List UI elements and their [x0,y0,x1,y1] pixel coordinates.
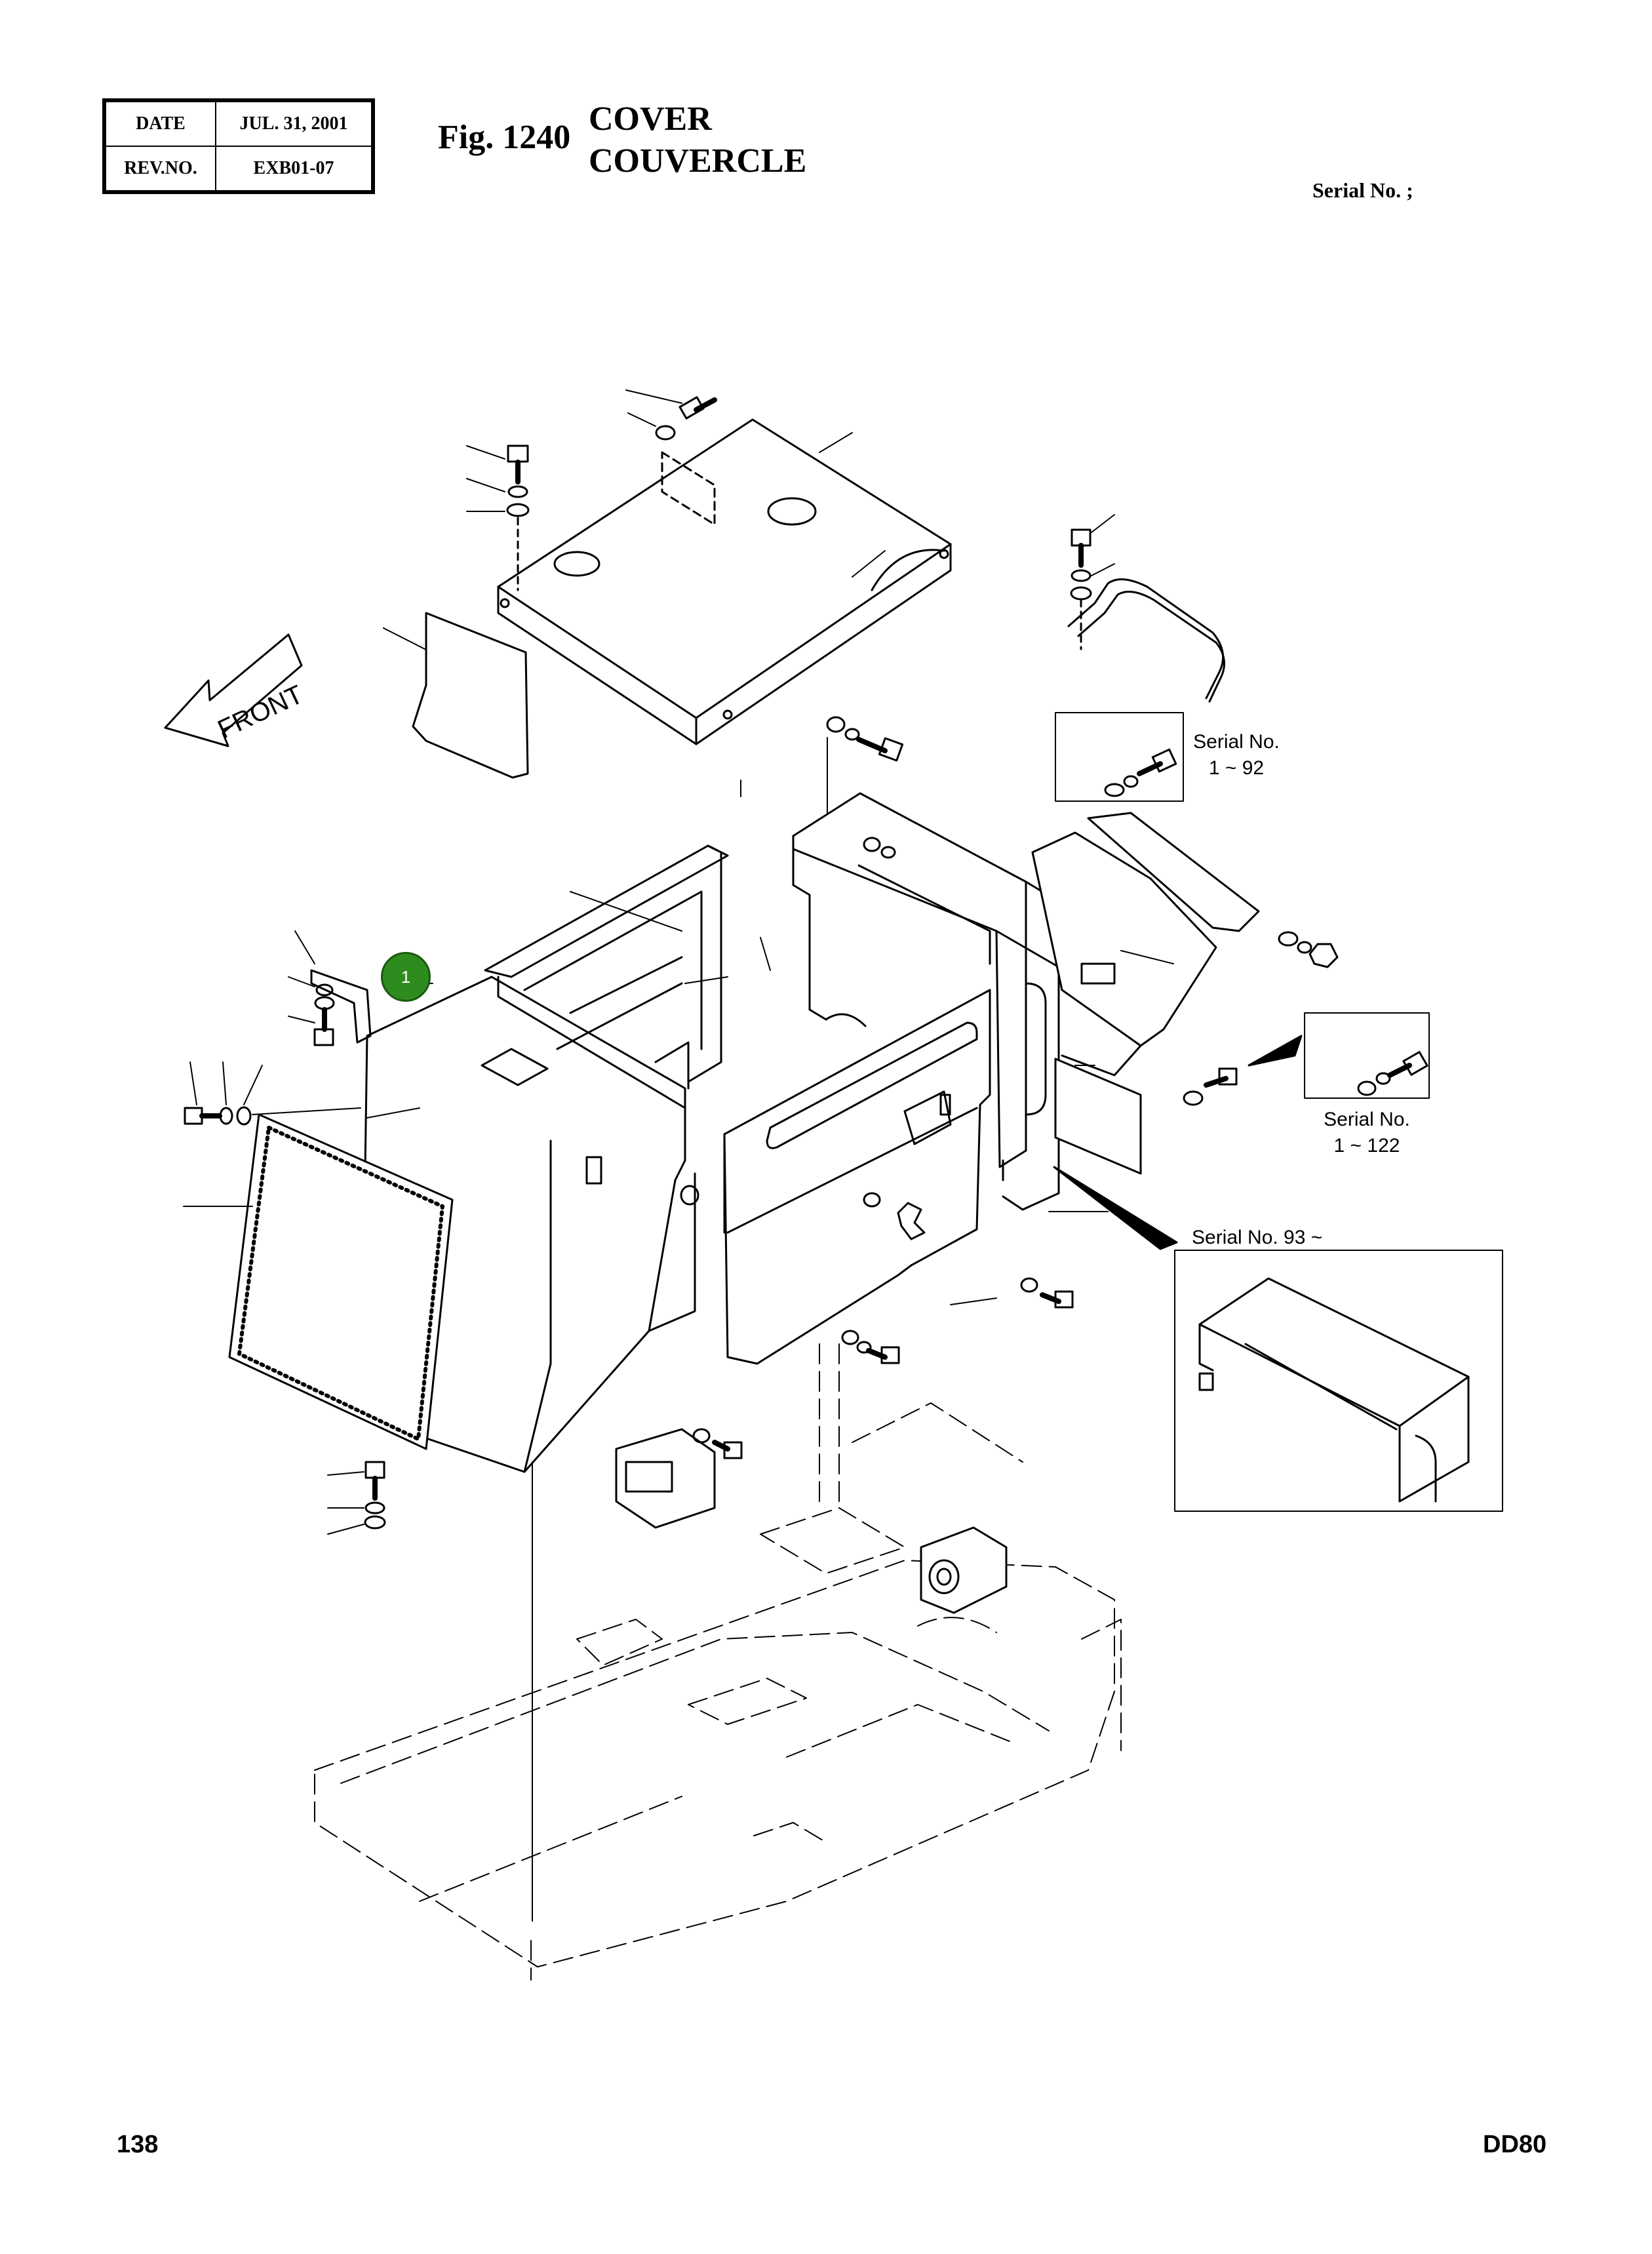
page-number: 138 [117,2131,159,2158]
date-value: JUL. 31, 2001 [215,100,374,147]
callout-box-1-122 [1304,1012,1430,1099]
lower-right-panel [1054,1058,1142,1175]
rev-label: REV.NO. [104,146,216,193]
callout-1-92-line1: Serial No. [1193,731,1280,753]
model-name: DD80 [1483,2131,1547,2158]
access-door-panel [723,989,991,1365]
small-duct [615,1428,743,1529]
duct-cover [1031,831,1217,1077]
callout-1-92-line2: 1 ~ 92 [1208,757,1265,779]
title-english: COVER [589,100,712,138]
rev-value: EXB01-07 [215,146,374,193]
callout-1-122-line1: Serial No. [1324,1109,1410,1130]
date-label: DATE [104,100,216,147]
handle-bar [1067,514,1225,703]
leader-lines [419,550,1174,1305]
callout-label-1-122: Serial No. 1 ~ 122 [1308,1107,1426,1159]
callout-pointer-1-122 [1248,1035,1303,1067]
serial-number-header: Serial No. ; [1312,178,1413,202]
shroud-back-frame [484,844,729,1090]
callout-pointer-93 [1053,1166,1178,1250]
callout-box-1-92 [1055,712,1184,802]
mid-right-bolt [1183,1067,1238,1106]
callout-93-line1: Serial No. 93 ~ [1192,1227,1323,1248]
wing-nut [863,1192,926,1240]
top-cover-plate [497,418,952,745]
item-number-badge[interactable]: 1 [381,952,431,1002]
callout-1-122-bolt [1357,1051,1428,1096]
left-bracket [288,930,372,1046]
title-french: COUVERCLE [589,142,807,180]
inset-cover-panel [1198,1277,1470,1503]
right-side-panel [792,792,1060,1211]
callout-box-93 [1174,1250,1503,1512]
radiator-grille [183,1113,454,1450]
top-bolts [466,389,853,591]
engine-mount [920,1526,1008,1614]
hood-deflector [1087,812,1339,968]
callout-1-92-bolt [1104,748,1177,797]
front-arrow [164,633,303,747]
rubber-flap [383,612,529,779]
door-bolts [680,1185,1074,1364]
bottom-left-bolts [327,1461,386,1535]
grille-bolts [184,1061,361,1126]
callout-label-1-92: Serial No. 1 ~ 92 [1184,729,1289,781]
callout-1-122-line2: 1 ~ 122 [1333,1135,1400,1157]
figure-number: Fig. 1240 [438,119,571,156]
callout-label-93: Serial No. 93 ~ [1192,1225,1362,1251]
revision-table: DATE JUL. 31, 2001 REV.NO. EXB01-07 [102,98,375,194]
figure-titles: COVER COUVERCLE [589,98,806,182]
